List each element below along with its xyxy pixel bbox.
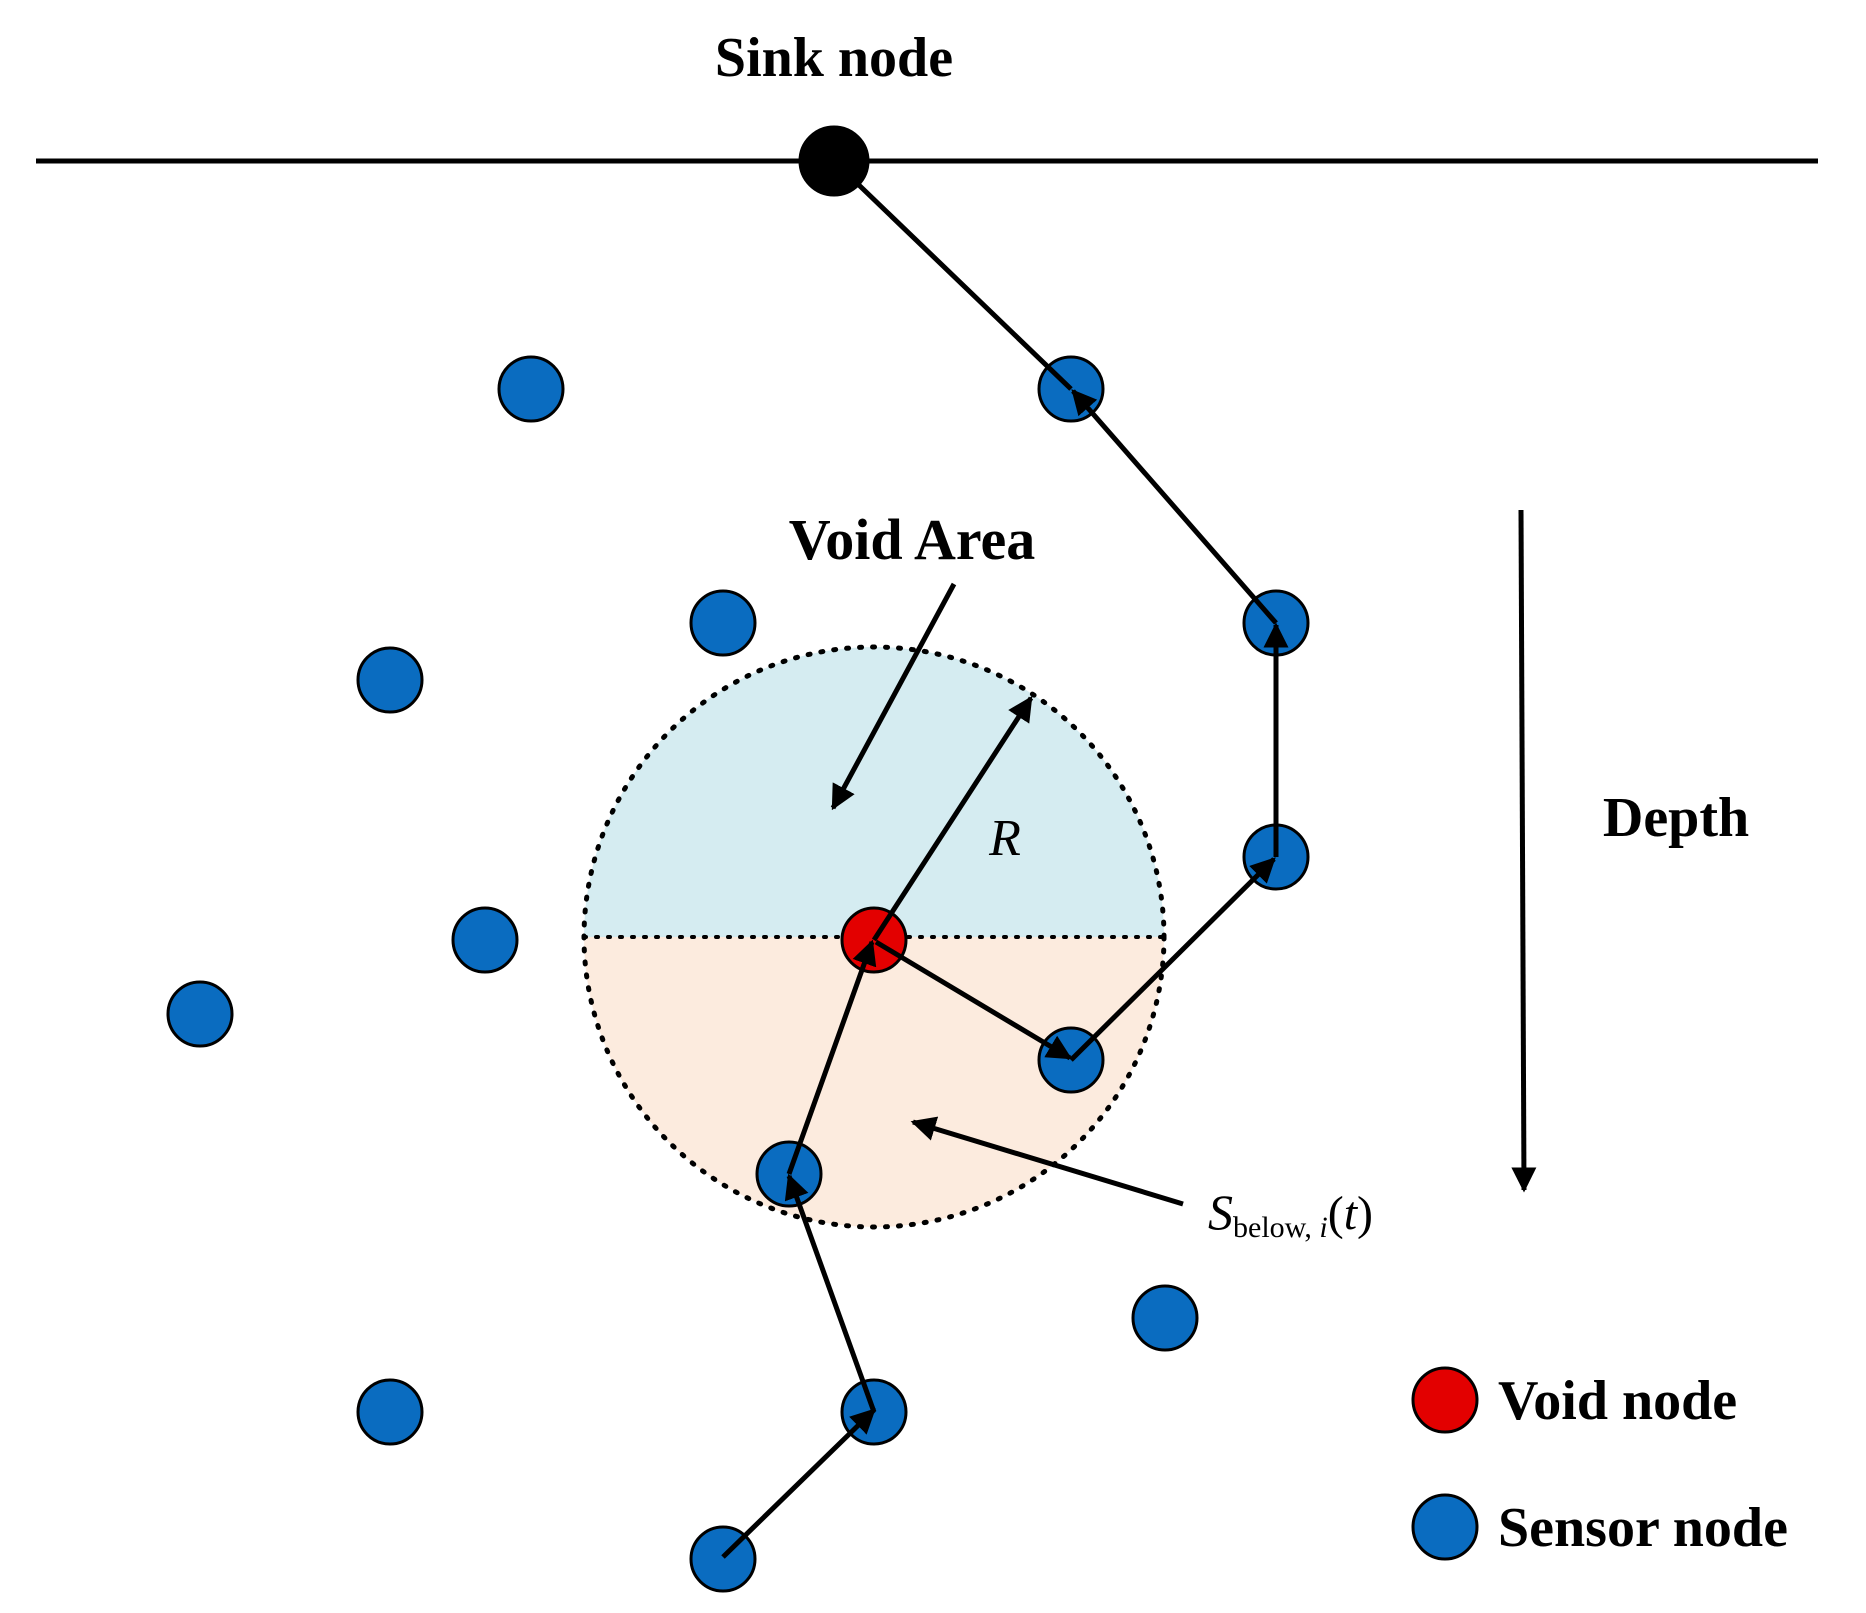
region-pointer-arrow — [910, 1116, 1184, 1207]
radius-arrow — [871, 695, 1034, 942]
route-arrow — [1071, 389, 1278, 625]
route-arrow — [784, 1173, 877, 1413]
route-arrow — [786, 939, 877, 1175]
legend: Void node Sensor node — [1411, 1366, 1788, 1561]
region-arg-open: ( — [1328, 1187, 1344, 1240]
sensor-node-icon — [356, 646, 424, 714]
sensor-node-icon — [166, 980, 234, 1048]
region-label: Sbelow, i(t) — [1208, 1184, 1373, 1244]
region-arg: t — [1344, 1187, 1359, 1240]
route-arrow — [721, 1408, 876, 1559]
legend-void-node-icon — [1411, 1366, 1479, 1434]
sensor-node-icon — [356, 1378, 424, 1446]
region-subscript-index: i — [1319, 1211, 1327, 1244]
upper-region — [584, 647, 1164, 937]
region-subscript: below, — [1233, 1211, 1319, 1244]
sensor-node-icon — [451, 906, 519, 974]
sink-node-label: Sink node — [715, 27, 953, 89]
route-arrow — [1069, 857, 1276, 1062]
region-symbol: S — [1208, 1184, 1233, 1240]
void-area-pointer-arrow — [830, 582, 957, 811]
route-arrow — [874, 939, 1073, 1061]
depth-label: Depth — [1603, 787, 1749, 849]
region-arg-close: ) — [1357, 1187, 1373, 1240]
legend-sensor-node-icon — [1411, 1493, 1479, 1561]
depth-arrow — [1511, 509, 1537, 1193]
radius-label: R — [988, 810, 1021, 867]
void-area-label: Void Area — [789, 507, 1036, 572]
route-arrow — [834, 161, 1073, 391]
legend-void-node-label: Void node — [1498, 1370, 1737, 1432]
sensor-node-icon — [497, 355, 565, 423]
routing-path — [721, 161, 1289, 1559]
sensor-node-icon — [689, 589, 757, 657]
sensor-node-icon — [1131, 1284, 1199, 1352]
legend-sensor-node-label: Sensor node — [1498, 1497, 1788, 1559]
